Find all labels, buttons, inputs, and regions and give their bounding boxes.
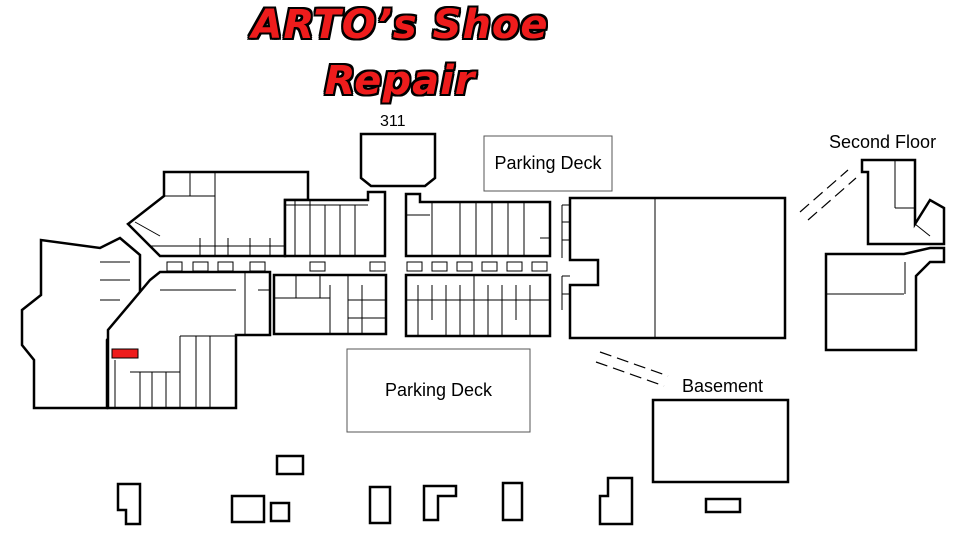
kiosk [406, 261, 423, 272]
kiosk [369, 261, 386, 272]
kiosk [456, 261, 473, 272]
basement-connector [599, 351, 669, 377]
store-311-label: 311 [380, 113, 406, 130]
kiosk [309, 261, 326, 272]
kiosk [481, 261, 498, 272]
outbuilding-2 [116, 482, 142, 526]
kiosk [166, 261, 183, 272]
kiosk [249, 261, 266, 272]
arto-store-highlight [111, 348, 139, 359]
parking-deck-bottom-label: Parking Deck [384, 380, 493, 400]
outbuilding-7 [501, 481, 524, 522]
second-floor-lower [824, 246, 946, 352]
upper-left-wing [126, 170, 310, 258]
right-anchor-store [568, 196, 787, 340]
store-311 [359, 132, 437, 188]
upper-center-right-block [404, 192, 552, 258]
lower-left-wing [106, 270, 272, 410]
outbuilding-3 [230, 494, 266, 524]
kiosk [531, 261, 548, 272]
kiosk [431, 261, 448, 272]
parking-deck-top-label: Parking Deck [494, 153, 602, 173]
second-floor-label: Second Floor [829, 132, 937, 152]
basement-label: Basement [682, 376, 764, 396]
kiosk [506, 261, 523, 272]
lower-center-right-block [404, 273, 552, 338]
map-title-line-1: ARTO’s Shoe [251, 2, 549, 48]
outbuilding-6 [422, 484, 458, 522]
kiosk [192, 261, 209, 272]
outbuilding-5 [368, 485, 392, 525]
basement-connector [595, 361, 665, 387]
second-floor-connector [799, 169, 849, 213]
outbuilding-1 [275, 454, 305, 476]
upper-center-left-block [283, 190, 387, 258]
map-title-line-2: Repair [324, 58, 476, 104]
basement-block [651, 398, 790, 484]
basement-small [704, 497, 742, 514]
outbuilding-4 [269, 501, 291, 523]
second-floor-connector [807, 177, 857, 221]
parking-deck-bottom [346, 348, 531, 433]
outbuilding-8 [598, 476, 634, 526]
parking-deck-top [483, 135, 613, 192]
kiosk [217, 261, 234, 272]
second-floor-upper [860, 158, 946, 246]
